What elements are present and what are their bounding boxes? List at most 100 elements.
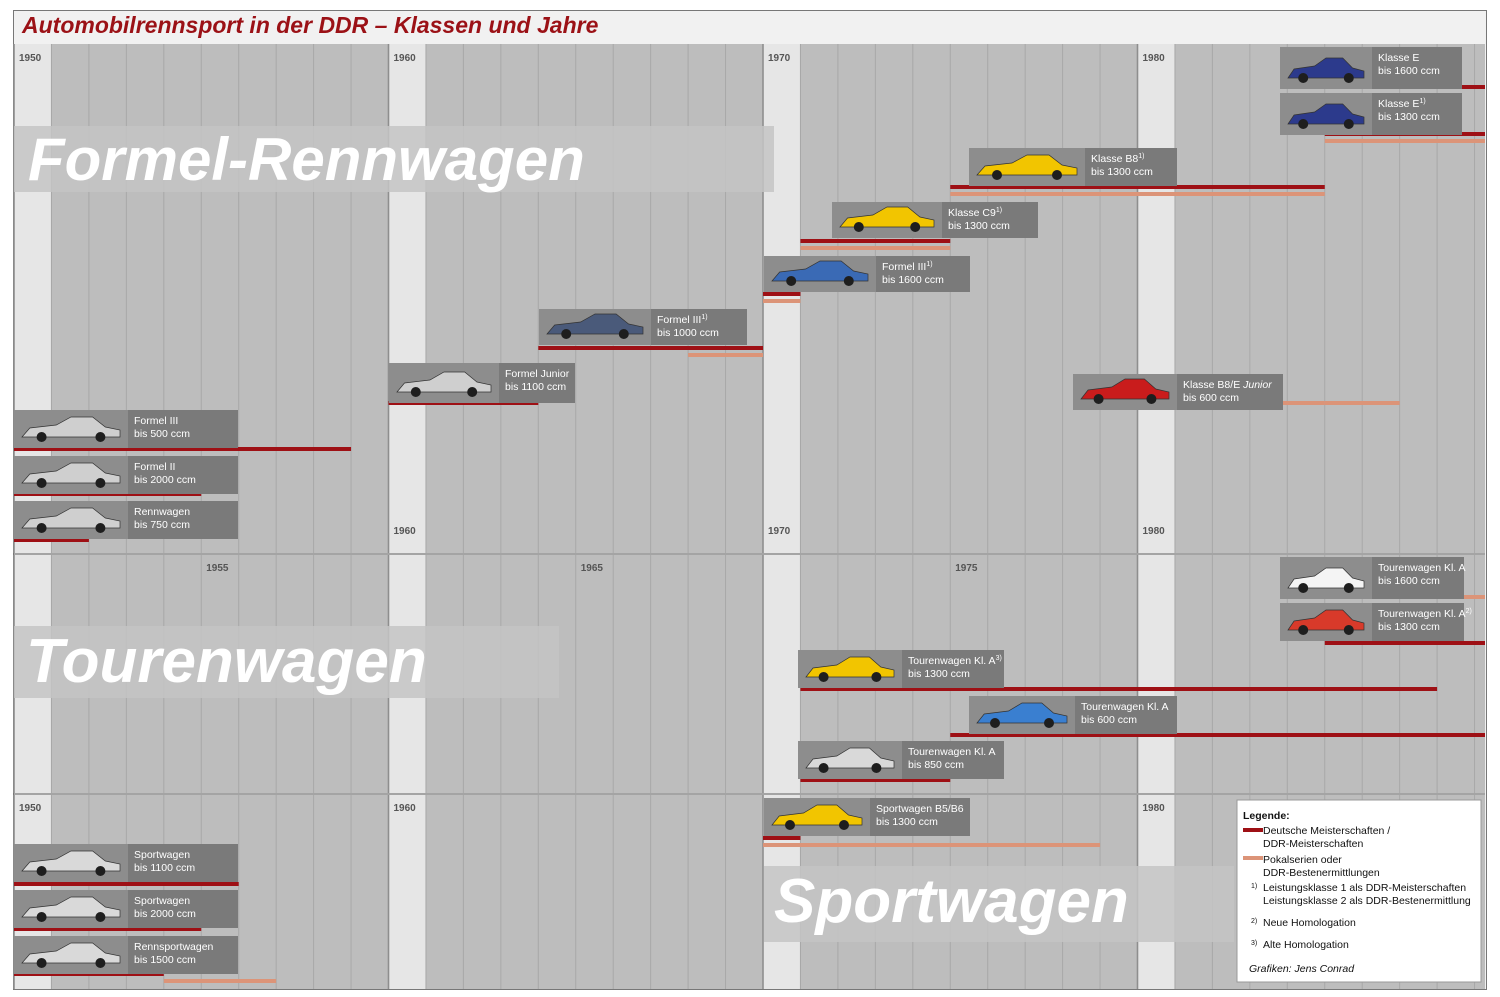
class-card: Tourenwagen Kl. A2)bis 1300 ccm — [1280, 603, 1472, 641]
class-card: Formel III1)bis 1600 ccm — [764, 256, 970, 292]
meisterschaft-bar — [763, 836, 801, 840]
class-name: Formel III1) — [882, 261, 933, 273]
year-label: 1970 — [768, 526, 791, 537]
legend-title: Legende: — [1243, 810, 1290, 822]
year-label: 1960 — [394, 526, 417, 537]
section-label: Tourenwagen — [26, 627, 427, 696]
class-card: Klasse C91)bis 1300 ccm — [832, 202, 1038, 238]
year-label: 1960 — [394, 53, 417, 64]
year-label: 1965 — [581, 563, 604, 574]
wheel-icon — [1298, 119, 1309, 129]
wheel-icon — [1093, 394, 1104, 404]
meisterschaft-bar — [800, 778, 951, 782]
meisterschaft-bar — [950, 185, 1325, 189]
car-icon — [976, 154, 1078, 176]
decade-strip — [1137, 44, 1175, 553]
meisterschaft-bar — [14, 538, 89, 542]
year-label: 1950 — [19, 803, 42, 814]
decade-strip — [388, 795, 426, 989]
wheel-icon — [36, 432, 47, 442]
class-name: Sportwagen B5/B6 — [876, 803, 964, 815]
pokal-bar — [763, 299, 801, 303]
class-displacement: bis 1300 ccm — [948, 220, 1010, 232]
car-icon — [1287, 567, 1365, 589]
class-name: Klasse B8/E Junior — [1183, 379, 1272, 391]
class-card: Klasse E1)bis 1300 ccm — [1280, 93, 1462, 135]
meisterschaft-bar — [763, 292, 801, 296]
legend-credit: Grafiken: Jens Conrad — [1249, 963, 1355, 975]
legend-pokal-text: DDR-Bestenermittlungen — [1263, 867, 1380, 879]
car-icon — [21, 416, 121, 438]
wheel-icon — [1052, 170, 1062, 180]
meisterschaft-bar — [538, 346, 763, 350]
legend-meister-text: Deutsche Meisterschaften / — [1263, 825, 1390, 837]
wheel-icon — [467, 387, 478, 397]
class-name: Klasse E1) — [1378, 98, 1426, 110]
pokal-bar — [800, 246, 951, 250]
wheel-icon — [1298, 625, 1309, 635]
class-displacement: bis 600 ccm — [1183, 392, 1239, 404]
class-name: Klasse B81) — [1091, 153, 1145, 165]
wheel-icon — [561, 329, 572, 339]
class-name: Sportwagen — [134, 895, 190, 907]
wheel-icon — [95, 523, 106, 533]
class-name: Klasse E — [1378, 52, 1419, 64]
class-displacement: bis 750 ccm — [134, 519, 190, 531]
legend-note-marker: 2) — [1251, 918, 1257, 925]
car-icon — [771, 260, 869, 282]
car-icon — [976, 702, 1068, 724]
car-icon — [21, 942, 121, 964]
class-displacement: bis 850 ccm — [908, 759, 964, 771]
class-name: Tourenwagen Kl. A — [908, 746, 996, 758]
year-label: 1960 — [394, 803, 417, 814]
pokal-bar — [1324, 139, 1485, 143]
meisterschaft-bar — [950, 733, 1485, 737]
class-name: Sportwagen — [134, 849, 190, 861]
class-displacement: bis 2000 ccm — [134, 474, 196, 486]
class-displacement: bis 1600 ccm — [1378, 575, 1440, 587]
wheel-icon — [36, 478, 47, 488]
pokal-bar — [950, 192, 1325, 196]
chart-title: Automobilrennsport in der DDR – Klassen … — [22, 12, 599, 38]
wheel-icon — [843, 276, 854, 286]
year-label: 1980 — [1143, 526, 1166, 537]
class-displacement: bis 1300 ccm — [1378, 111, 1440, 123]
year-label: 1980 — [1143, 53, 1166, 64]
class-name: Tourenwagen Kl. A — [1378, 562, 1466, 574]
class-name: Tourenwagen Kl. A2) — [1378, 608, 1472, 620]
car-icon — [21, 462, 121, 484]
section-label-band — [14, 126, 774, 192]
class-displacement: bis 1300 ccm — [1091, 166, 1153, 178]
class-displacement: bis 1300 ccm — [908, 668, 970, 680]
legend-meister-text: DDR-Meisterschaften — [1263, 838, 1364, 850]
wheel-icon — [95, 866, 106, 876]
legend-box — [1236, 799, 1482, 983]
meisterschaft-bar — [14, 882, 239, 886]
class-displacement: bis 1600 ccm — [1378, 65, 1440, 77]
class-displacement: bis 1300 ccm — [1378, 621, 1440, 633]
legend-pokal-swatch — [1243, 856, 1263, 860]
car-icon — [805, 747, 895, 769]
class-name: Formel III1) — [657, 314, 708, 326]
wheel-icon — [36, 523, 47, 533]
decade-strip — [763, 44, 800, 553]
wheel-icon — [853, 222, 864, 232]
section-label-band — [764, 866, 1234, 942]
car-icon — [21, 896, 121, 918]
class-displacement: bis 1500 ccm — [134, 954, 196, 966]
wheel-icon — [1298, 73, 1309, 83]
decade-strip — [388, 44, 426, 553]
wheel-icon — [36, 912, 47, 922]
class-displacement: bis 2000 ccm — [134, 908, 196, 920]
pokal-bar — [1324, 401, 1400, 405]
year-label: 1975 — [955, 563, 978, 574]
car-icon — [1287, 57, 1365, 79]
